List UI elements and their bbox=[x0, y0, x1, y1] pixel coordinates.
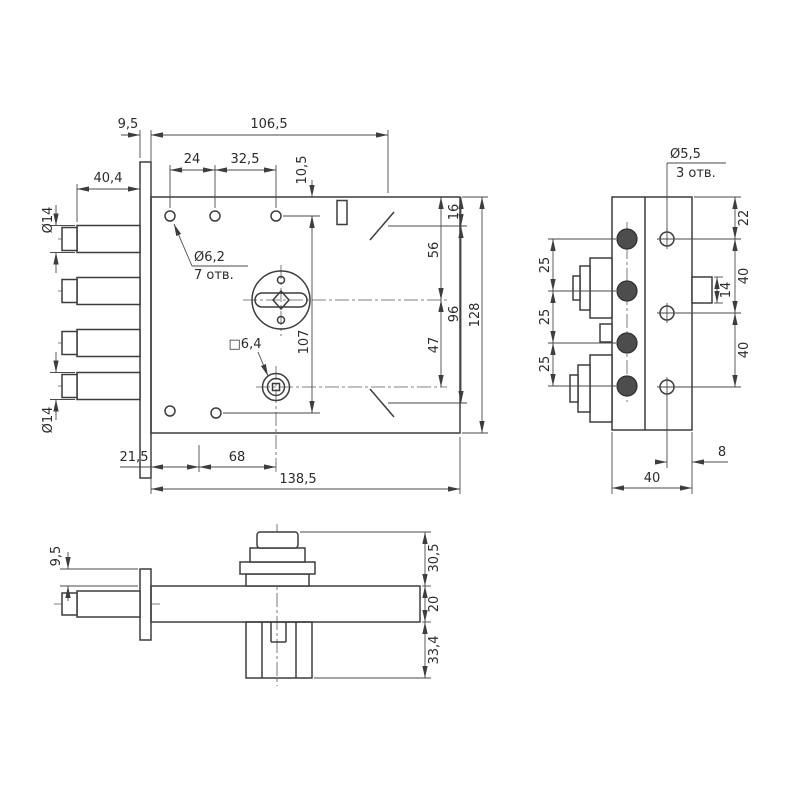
top-slot bbox=[336, 199, 348, 226]
bottom-outlines bbox=[61, 531, 421, 679]
dim-label-bolt-pitch-1: 25 bbox=[538, 257, 553, 274]
front-outlines bbox=[61, 161, 461, 479]
bolt-end-4 bbox=[616, 375, 638, 397]
bottom-dimension-lines bbox=[60, 531, 431, 679]
dim-label-hole-top: 22 bbox=[737, 210, 752, 227]
dim-label-body-height: 128 bbox=[468, 303, 483, 328]
screw-hole-2 bbox=[209, 210, 221, 222]
knob-boss-side bbox=[569, 354, 613, 423]
front-view: 9,5 106,5 24 32,5 10,5 40,4 Ø14 Ø6,2 7 о… bbox=[41, 117, 488, 494]
side-note-hole-dia: Ø5,5 bbox=[670, 147, 701, 162]
dim-label-keyhole-top: 56 bbox=[427, 242, 442, 259]
bolt-4 bbox=[61, 371, 141, 401]
bolt-1 bbox=[61, 224, 141, 254]
bolt-end-1 bbox=[616, 228, 638, 250]
dim-label-case-depth: 40 bbox=[644, 471, 661, 486]
case-bottom-outline bbox=[150, 585, 421, 623]
dim-label-knob-height: 30,5 bbox=[427, 544, 442, 573]
side-dimension-lines bbox=[548, 162, 741, 494]
dim-label-latch-height: 14 bbox=[719, 282, 734, 299]
dim-label-hole-span-1: 24 bbox=[184, 152, 201, 167]
side-latch bbox=[691, 276, 713, 304]
bolt-3 bbox=[61, 328, 141, 358]
corner-slot-bottom bbox=[369, 388, 395, 418]
dim-label-bolt-pitch-2: 25 bbox=[538, 309, 553, 326]
dim-label-hole-top-offset: 10,5 bbox=[295, 156, 310, 185]
corner-slot-top bbox=[369, 211, 395, 241]
screw-hole-4 bbox=[164, 405, 176, 417]
dim-label-bolt-dia-top: Ø14 bbox=[41, 207, 56, 234]
dim-label-bottom-offset: 21,5 bbox=[120, 450, 149, 465]
bolt-end-3 bbox=[616, 332, 638, 354]
dim-label-slot-span: 96 bbox=[447, 306, 462, 323]
dim-label-bolt-pitch-3: 25 bbox=[538, 356, 553, 373]
bottom-view: 9,5 30,5 20 33,4 bbox=[49, 524, 442, 686]
side-outlines bbox=[569, 196, 713, 431]
dim-label-hole-rows: 107 bbox=[297, 330, 312, 355]
dim-label-hole-edge: 8 bbox=[718, 445, 726, 460]
knob-hub bbox=[261, 372, 291, 402]
screw-hole-3 bbox=[270, 210, 282, 222]
note-hole-dia: Ø6,2 bbox=[194, 250, 225, 265]
dim-label-case-thickness: 20 bbox=[427, 596, 442, 613]
front-labels: 9,5 106,5 24 32,5 10,5 40,4 Ø14 Ø6,2 7 о… bbox=[41, 117, 483, 487]
screw-hole-5 bbox=[210, 407, 222, 419]
cylinder-boss-side bbox=[572, 257, 613, 319]
faceplate-front bbox=[139, 161, 152, 479]
bolt-2 bbox=[61, 276, 141, 306]
bottom-labels: 9,5 30,5 20 33,4 bbox=[49, 544, 442, 665]
side-tab bbox=[599, 323, 613, 343]
dim-label-hole-pitch-1: 40 bbox=[737, 268, 752, 285]
dim-label-knob-keyhole: 47 bbox=[427, 337, 442, 354]
dim-label-faceplate-offset: 9,5 bbox=[49, 546, 64, 567]
dim-label-knob-x: 68 bbox=[229, 450, 246, 465]
side-view: Ø5,5 3 отв. 25 25 25 22 40 40 14 8 40 bbox=[538, 147, 752, 494]
dim-label-body-width: 138,5 bbox=[279, 472, 316, 487]
dim-label-bolt-dia-bottom: Ø14 bbox=[41, 407, 56, 434]
note-hole-count: 7 отв. bbox=[194, 268, 234, 283]
dim-label-hole-pitch-2: 40 bbox=[737, 342, 752, 359]
front-dimension-lines bbox=[50, 130, 488, 494]
dim-label-bolt-length: 40,4 bbox=[94, 171, 123, 186]
screw-hole-1 bbox=[164, 210, 176, 222]
note-square-hole: □6,4 bbox=[229, 337, 262, 352]
dim-label-cover-height: 33,4 bbox=[427, 636, 442, 665]
dim-label-top-offset: 9,5 bbox=[118, 117, 139, 132]
side-labels: Ø5,5 3 отв. 25 25 25 22 40 40 14 8 40 bbox=[538, 147, 752, 486]
faceplate-bottom bbox=[139, 568, 152, 641]
knob-stack bbox=[239, 531, 316, 587]
dim-label-slot-top: 16 bbox=[447, 204, 462, 221]
bolt-end-2 bbox=[616, 280, 638, 302]
cover-box bbox=[245, 621, 313, 679]
side-note-hole-count: 3 отв. bbox=[676, 166, 716, 181]
bolt-bottom-view bbox=[61, 590, 141, 618]
dim-label-top-width: 106,5 bbox=[250, 117, 287, 132]
dim-label-hole-span-2: 32,5 bbox=[231, 152, 260, 167]
